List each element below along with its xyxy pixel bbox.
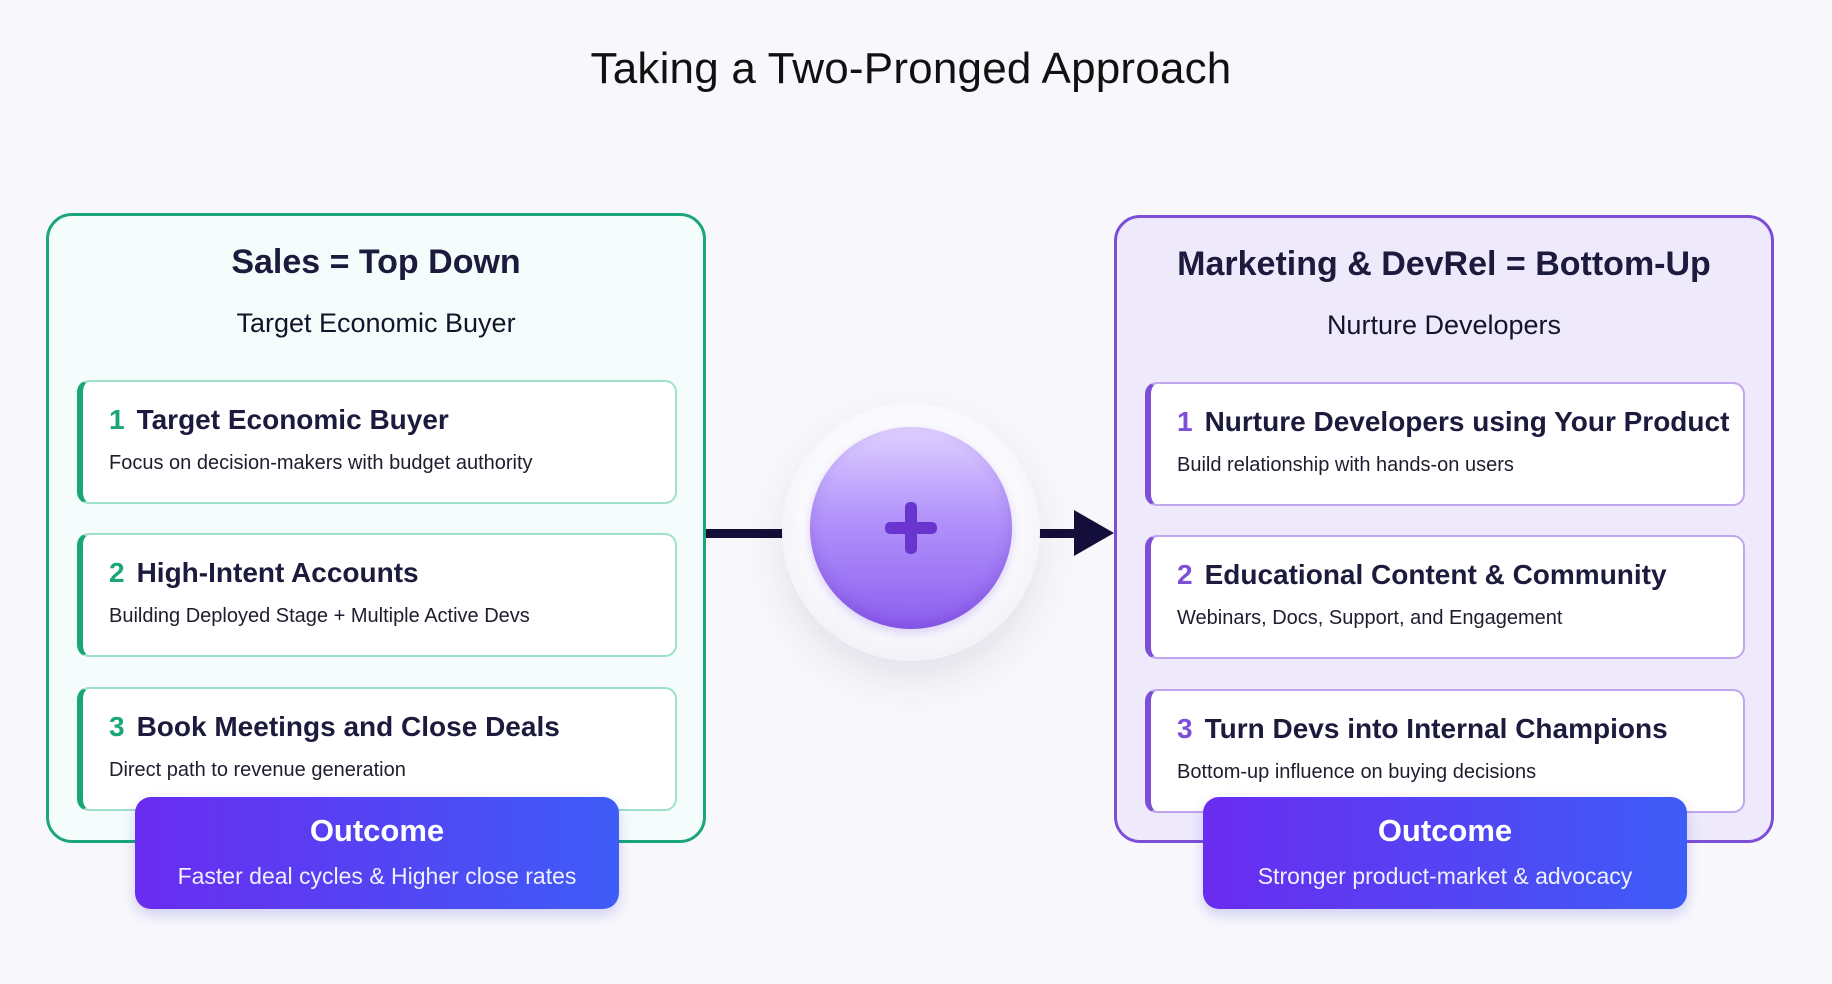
card-title: High-Intent Accounts <box>136 557 419 588</box>
marketing-subheading: Nurture Developers <box>1326 310 1562 340</box>
sales-heading: Sales = Top Down <box>231 243 521 281</box>
card-title: Book Meetings and Close Deals <box>136 711 560 742</box>
connector-line-left <box>706 529 802 538</box>
card-number: 3 <box>109 711 125 742</box>
card-title: Nurture Developers using Your Product <box>1204 406 1730 437</box>
marketing-card-2: 2 Educational Content & Community Webinar… <box>1145 535 1745 659</box>
card-number: 3 <box>1177 713 1193 744</box>
card-number: 1 <box>1177 406 1193 437</box>
card-number: 2 <box>1177 559 1193 590</box>
page-title: Taking a Two-Pronged Approach <box>590 44 1232 93</box>
sales-card-1: 1 Target Economic Buyer Focus on decision… <box>77 380 677 504</box>
sales-subheading: Target Economic Buyer <box>236 308 516 338</box>
marketing-card-3: 3 Turn Devs into Internal Champions Botto… <box>1145 689 1745 813</box>
card-description: Focus on decision-makers with budget aut… <box>109 452 533 474</box>
outcome-title: Outcome <box>1377 813 1513 848</box>
card-description: Build relationship with hands-on users <box>1177 454 1514 476</box>
marketing-card-1: 1 Nurture Developers using Your Product B… <box>1145 382 1745 506</box>
plus-circle <box>810 427 1012 629</box>
card-description: Bottom-up influence on buying decisions <box>1177 761 1537 783</box>
outcome-title: Outcome <box>309 813 445 848</box>
connector-line-right <box>1024 529 1084 538</box>
sales-card-3: 3 Book Meetings and Close Deals Direct pa… <box>77 687 677 811</box>
marketing-panel: Marketing & DevRel = Bottom-Up Nurture D… <box>1114 215 1774 843</box>
card-description: Direct path to revenue generation <box>109 759 406 781</box>
outcome-text: Faster deal cycles & Higher close rates <box>177 863 577 889</box>
card-description: Building Deployed Stage + Multiple Activ… <box>109 605 530 627</box>
plus-icon <box>885 502 937 554</box>
card-title: Educational Content & Community <box>1204 559 1667 590</box>
marketing-heading: Marketing & DevRel = Bottom-Up <box>1177 245 1711 283</box>
card-title: Turn Devs into Internal Champions <box>1204 713 1668 744</box>
marketing-outcome-box: Outcome Stronger product-market & advoca… <box>1203 797 1687 909</box>
card-number: 2 <box>109 557 125 588</box>
arrow-head-icon <box>1074 510 1114 556</box>
card-description: Webinars, Docs, Support, and Engagement <box>1177 607 1563 629</box>
card-number: 1 <box>109 404 125 435</box>
sales-outcome-box: Outcome Faster deal cycles & Higher clos… <box>135 797 619 909</box>
sales-card-2: 2 High-Intent Accounts Building Deployed … <box>77 533 677 657</box>
sales-panel: Sales = Top Down Target Economic Buyer 1… <box>46 213 706 843</box>
outcome-text: Stronger product-market & advocacy <box>1257 863 1633 889</box>
card-title: Target Economic Buyer <box>136 404 449 435</box>
plus-badge <box>782 403 1040 661</box>
